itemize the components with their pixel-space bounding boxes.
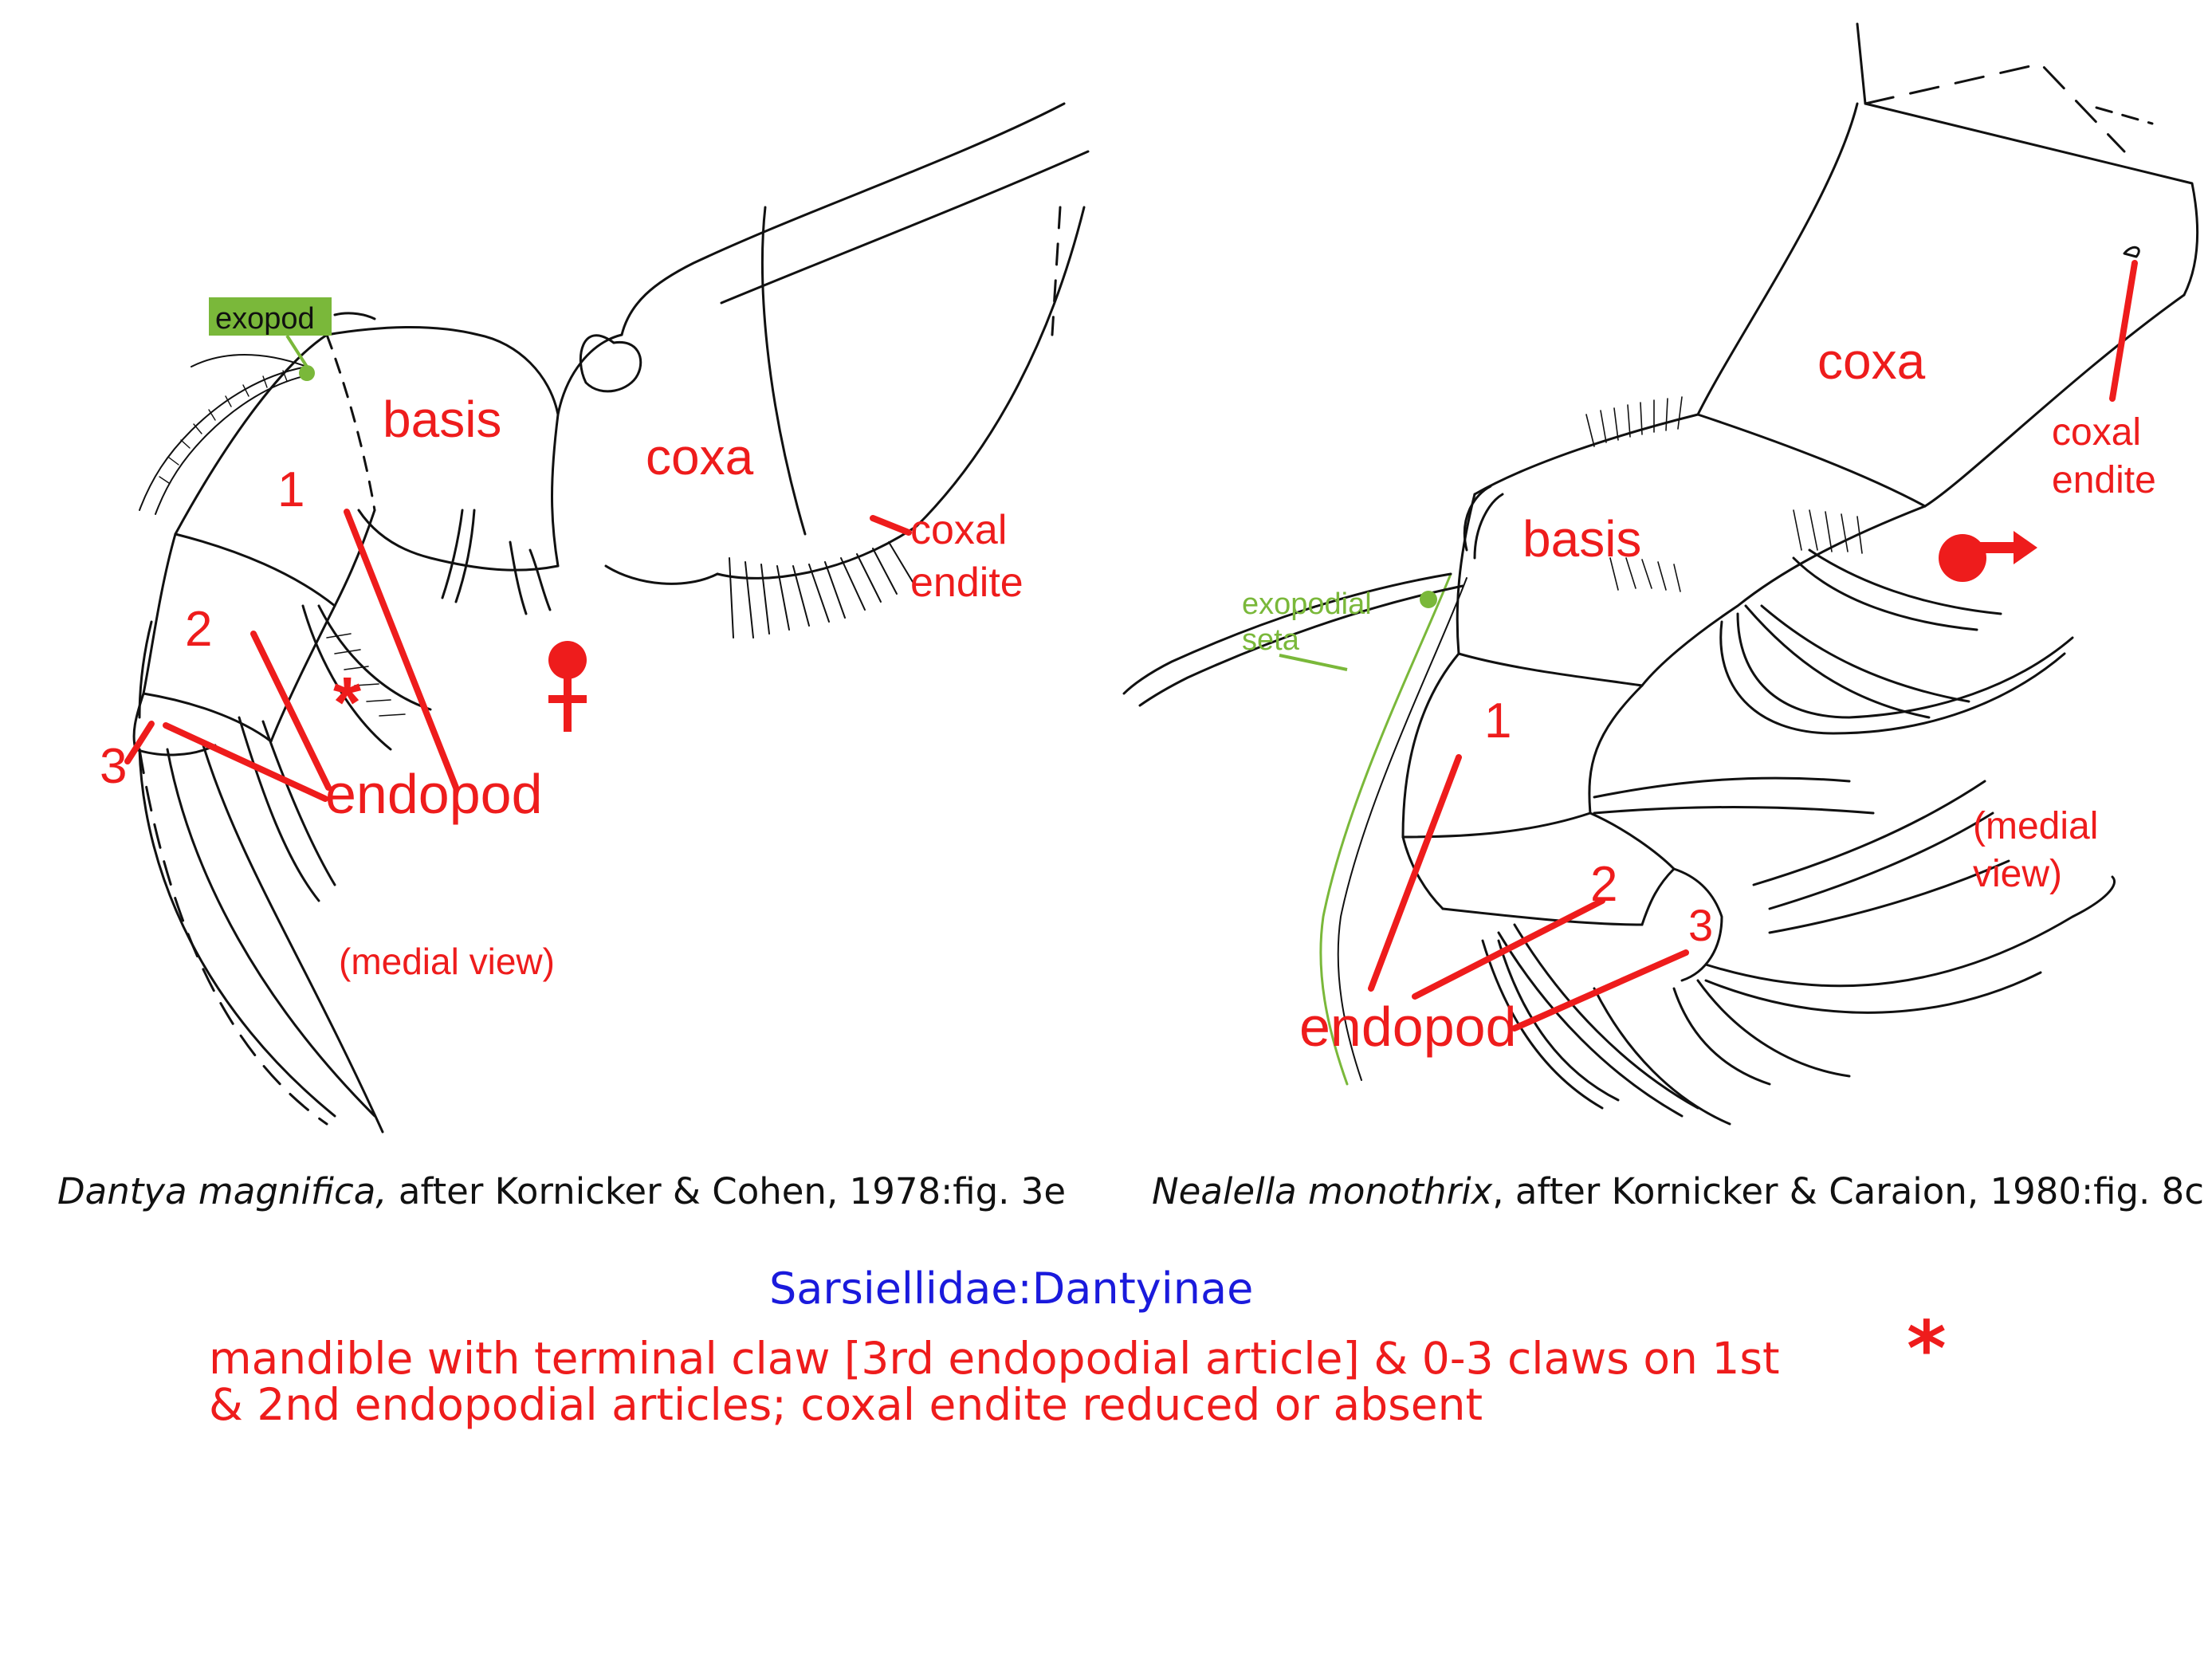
left-leader-lines	[124, 509, 912, 802]
left-figure-caption: Dantya magnifica, after Kornicker & Cohe…	[57, 1170, 1066, 1212]
left-drawing	[132, 102, 1090, 1134]
basis-label-right: basis	[1522, 510, 1641, 568]
left-caption-source: after Kornicker & Cohen, 1978:fig. 3e	[387, 1170, 1067, 1212]
article-3-label-right: 3	[1688, 900, 1713, 950]
description-line-1: mandible with terminal claw [3rd endopod…	[209, 1333, 1780, 1384]
endopod-label-left: endopod	[325, 763, 543, 825]
family-title: Sarsiellidae:Dantyinae	[769, 1263, 1254, 1314]
article-2-label-left: 2	[185, 602, 212, 657]
right-leader-lines	[1368, 260, 2138, 1032]
article-3-label-left: 3	[100, 739, 127, 794]
exopodial-seta-label-1: exopodial	[1242, 587, 1372, 621]
coxal-endite-label-left-2: endite	[910, 560, 1023, 606]
coxal-endite-label-left-1: coxal	[910, 507, 1007, 553]
description-line-2: & 2nd endopodial articles; coxal endite …	[209, 1379, 1483, 1430]
right-figure-caption: Nealella monothrix, after Kornicker & Ca…	[1152, 1170, 2204, 1212]
left-caption-species: Dantya magnifica,	[57, 1170, 387, 1212]
coxal-endite-label-right-1: coxal	[2052, 411, 2141, 454]
basis-label-left: basis	[383, 391, 501, 448]
exopodial-seta-label-2: seta	[1242, 623, 1300, 657]
asterisk-marker-left: *	[333, 663, 361, 743]
endopod-label-right: endopod	[1299, 996, 1517, 1058]
right-caption-source: , after Kornicker & Caraion, 1980:fig. 8…	[1492, 1170, 2205, 1212]
coxa-label-right: coxa	[1817, 332, 1926, 390]
male-symbol	[1939, 531, 2037, 582]
coxa-label-left: coxa	[646, 428, 754, 485]
description-asterisk: *	[1907, 1306, 1947, 1393]
right-caption-species: Nealella monothrix	[1152, 1170, 1493, 1212]
article-1-label-left: 1	[277, 462, 304, 517]
medial-view-label-left: (medial view)	[339, 941, 555, 982]
medial-view-label-right-1: (medial	[1973, 805, 2098, 847]
female-symbol	[548, 641, 587, 732]
right-drawing	[1122, 22, 2199, 1126]
medial-view-label-right-2: view)	[1973, 853, 2062, 895]
exopod-label-box	[209, 297, 332, 336]
coxal-endite-label-right-2: endite	[2052, 459, 2156, 501]
article-1-label-right: 1	[1484, 694, 1511, 749]
exopod-label: exopod	[215, 302, 315, 336]
